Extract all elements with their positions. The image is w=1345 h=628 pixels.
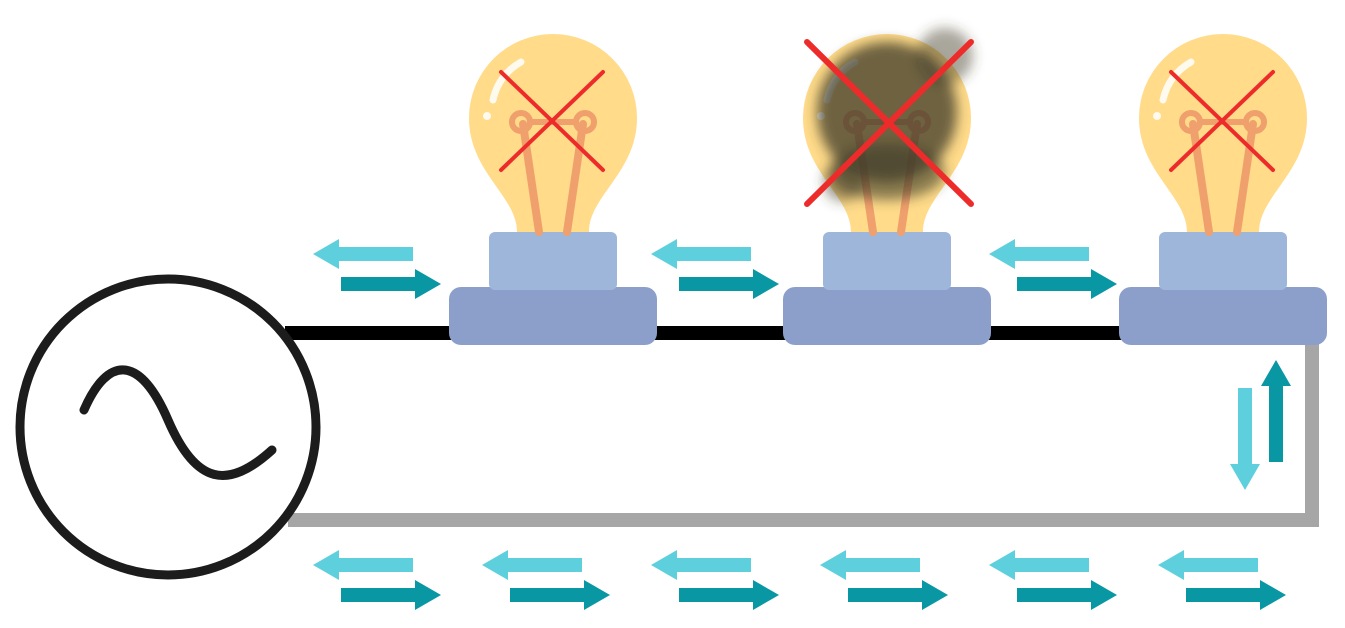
bulb-glass — [469, 34, 637, 232]
cross-mark-icon — [499, 70, 605, 172]
current-arrow — [679, 580, 779, 610]
glass-highlight — [1159, 58, 1195, 104]
glass-highlight-dot — [483, 112, 491, 120]
current-arrow — [848, 580, 948, 610]
bulbs — [449, 28, 1327, 345]
light-bulb — [783, 28, 991, 345]
current-arrow — [651, 239, 751, 269]
socket-base — [1119, 287, 1327, 345]
ac-voltage-source — [15, 274, 321, 580]
current-arrow — [820, 550, 920, 580]
current-arrow — [679, 269, 779, 299]
current-arrow — [1017, 580, 1117, 610]
socket-cap — [823, 232, 951, 290]
current-arrow — [1017, 269, 1117, 299]
return-wire — [288, 340, 1319, 527]
glass-highlight-dot — [1153, 112, 1161, 120]
soot-overlay — [817, 28, 973, 202]
current-arrow — [1158, 550, 1258, 580]
socket-base — [449, 287, 657, 345]
glass-highlight — [489, 58, 525, 104]
current-arrow — [482, 550, 582, 580]
socket-cap — [1159, 232, 1287, 290]
current-arrow — [313, 550, 413, 580]
current-arrow — [1261, 360, 1291, 462]
filament — [1179, 110, 1267, 236]
current-arrow — [313, 239, 413, 269]
cross-mark-icon — [804, 39, 974, 207]
bulb-glass — [1139, 34, 1307, 232]
socket-base — [783, 287, 991, 345]
light-bulb — [449, 34, 657, 345]
current-arrow — [510, 580, 610, 610]
light-bulb — [1119, 34, 1327, 345]
current-arrow — [989, 550, 1089, 580]
socket-cap — [489, 232, 617, 290]
current-arrow — [1186, 580, 1286, 610]
current-arrow — [1230, 388, 1260, 490]
current-arrows — [313, 239, 1291, 610]
wires — [285, 326, 1319, 527]
current-arrow — [341, 580, 441, 610]
cross-mark-icon — [1169, 70, 1275, 172]
sine-wave-icon — [79, 365, 277, 480]
current-arrow — [341, 269, 441, 299]
current-arrow — [651, 550, 751, 580]
current-arrow — [989, 239, 1089, 269]
